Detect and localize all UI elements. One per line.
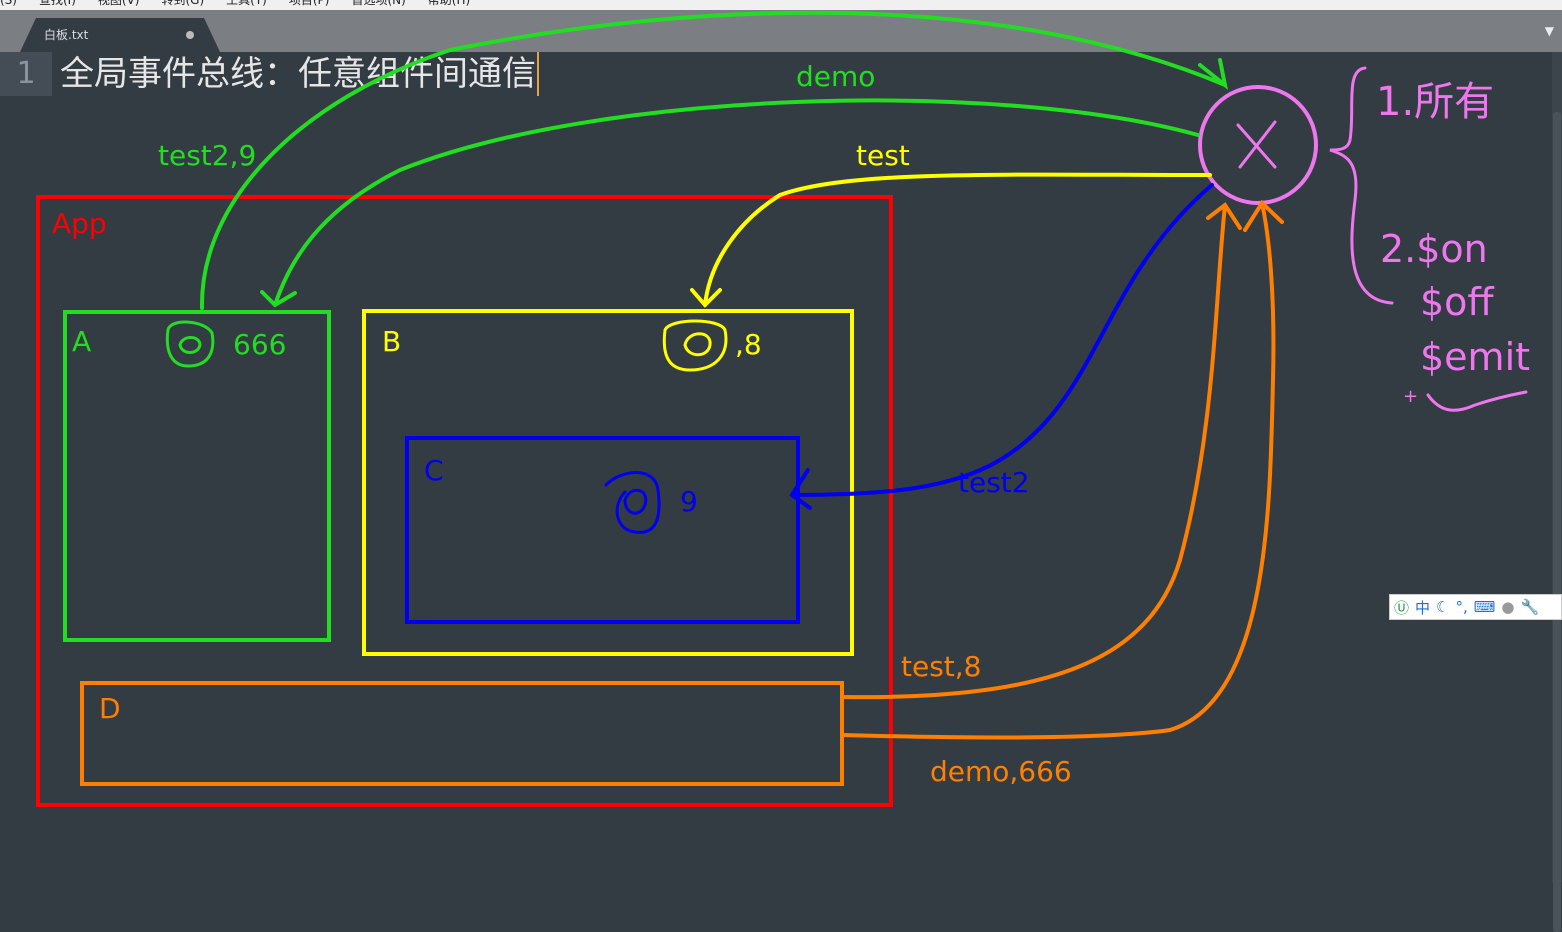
arrow-bus-to-b: [690, 172, 1212, 308]
menu-item[interactable]: 视图(V): [97, 0, 140, 7]
b-value: ,8: [735, 328, 762, 361]
a-box: [63, 310, 331, 642]
ime-toolbar[interactable]: Ⓤ 中 ☾ °, ⌨ ● 🔧: [1389, 594, 1562, 620]
wrench-icon[interactable]: 🔧: [1520, 598, 1540, 616]
arrow-c-to-bus: [789, 183, 1214, 510]
test2-9-label: test2,9: [158, 139, 257, 172]
menu-item[interactable]: (S): [0, 0, 17, 7]
bus-x-mark: [1236, 120, 1277, 169]
emit-underline: [1426, 390, 1528, 412]
circle-mark-b: [662, 319, 728, 372]
moon-icon[interactable]: ☾: [1436, 598, 1450, 616]
circle-mark-a: [165, 320, 215, 368]
arrow-d-to-bus-1: [840, 202, 1242, 700]
note-item2: 2.$on: [1380, 227, 1488, 271]
c-value: 9: [680, 485, 698, 518]
c-label: C: [424, 454, 444, 487]
event-bus-circle: [1198, 85, 1318, 205]
arrow-a-to-bus: [199, 10, 1229, 310]
scrollbar[interactable]: [1552, 52, 1562, 932]
menu-item[interactable]: 首选项(N): [351, 0, 406, 7]
menu-item[interactable]: 转到(G): [161, 0, 205, 7]
keyboard-icon[interactable]: ⌨: [1473, 598, 1496, 616]
a-label: A: [72, 325, 92, 358]
line-number: 1: [0, 52, 52, 96]
b-label: B: [382, 325, 402, 358]
tab-label[interactable]: 白板.txt: [44, 28, 89, 42]
circle-mark-c: [604, 471, 661, 534]
demo-666-label: demo,666: [930, 755, 1072, 788]
menu-item[interactable]: 查找(I): [38, 0, 76, 7]
demo-label: demo: [796, 60, 876, 93]
note-plus: +: [1403, 386, 1419, 407]
arrow-d-to-bus-2: [840, 199, 1284, 740]
c-box: [405, 436, 800, 624]
tab-dropdown-icon[interactable]: ▼: [1544, 24, 1554, 38]
test-label: test: [856, 139, 910, 172]
menu-bar: (S) 查找(I) 视图(V) 转到(G) 工具(T) 项目(P) 首选项(N)…: [0, 0, 1562, 10]
note-item1: 1.所有: [1376, 79, 1495, 125]
d-label: D: [99, 692, 121, 725]
drawing-canvas: X: [0, 0, 1528, 807]
tab-bar: 白板.txt ▼: [0, 10, 1562, 52]
scroll-thumb[interactable]: [1553, 112, 1561, 932]
arrow-bus-to-a: [260, 98, 1200, 308]
note-item3: $off: [1420, 280, 1494, 324]
unsaved-dot-icon[interactable]: [186, 31, 194, 39]
ime-mode[interactable]: 中: [1415, 598, 1431, 617]
app-label: App: [52, 207, 107, 240]
menu-item[interactable]: 工具(T): [226, 0, 267, 7]
test-8-label: test,8: [901, 650, 982, 683]
brace: [1329, 66, 1394, 305]
test2-label: test2: [958, 466, 1030, 499]
menu-item[interactable]: 项目(P): [288, 0, 330, 7]
menu-item[interactable]: 帮助(H): [427, 0, 471, 7]
ime-logo-icon[interactable]: Ⓤ: [1394, 598, 1410, 617]
d-box: [80, 681, 844, 786]
user-icon[interactable]: ●: [1501, 598, 1515, 616]
bus-symbol: X: [0, 0, 11, 4]
punctuation-icon[interactable]: °,: [1455, 598, 1468, 616]
a-value: 666: [233, 328, 287, 361]
note-item4: $emit: [1420, 335, 1531, 379]
app-box: [36, 195, 893, 807]
b-box: [362, 309, 854, 656]
editor-line[interactable]: 全局事件总线：任意组件间通信: [60, 52, 539, 96]
